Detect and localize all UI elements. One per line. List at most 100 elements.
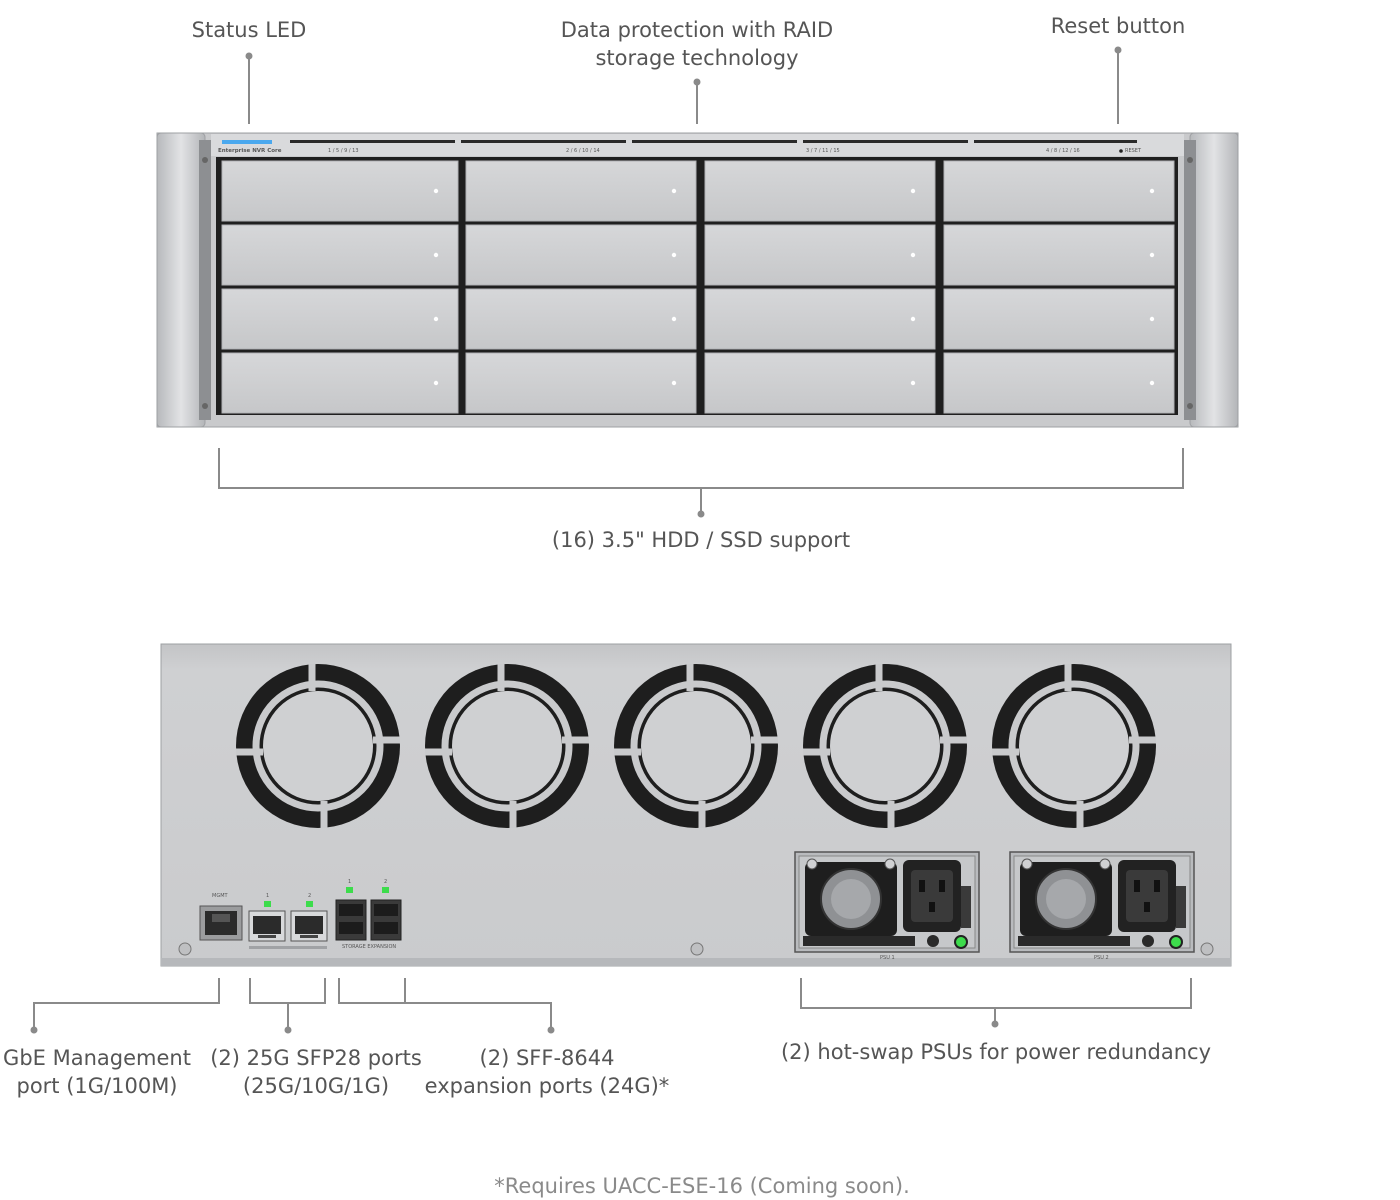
drive-tray-led-12 [1149, 316, 1155, 322]
status-led-leader-dot [245, 52, 253, 60]
drive-tray-led-2 [671, 188, 677, 194]
drive-tray-led-5 [433, 252, 439, 258]
drive-tray-1[interactable] [221, 160, 459, 222]
bay-group-bar-1 [290, 140, 455, 143]
drive-tray-10[interactable] [465, 288, 697, 350]
sfp-number-1: 1 [266, 893, 270, 899]
sff-bracket [338, 978, 406, 1004]
drive-tray-9[interactable] [221, 288, 459, 350]
psu-module-1[interactable] [794, 851, 980, 953]
sff-led-2 [382, 887, 389, 893]
bay-group-label-3: 3 / 7 / 11 / 15 [806, 148, 840, 154]
right-ear-screw-bottom [1187, 403, 1193, 409]
mgmt-leader [33, 978, 220, 1030]
drive-tray-3[interactable] [704, 160, 936, 222]
front-top-strip [211, 134, 1184, 156]
drive-tray-led-10 [671, 316, 677, 322]
drive-tray-led-16 [1149, 380, 1155, 386]
sff-led-1 [346, 887, 353, 893]
drive-tray-led-14 [671, 380, 677, 386]
front-callout-lines [218, 46, 1184, 518]
fan-grille-2 [425, 664, 589, 828]
sff-port-1 [335, 899, 367, 941]
left-ear-screw-bottom [202, 403, 208, 409]
reset-button [1119, 149, 1123, 153]
rear-chassis-body [160, 643, 1232, 967]
drive-trays [221, 160, 1175, 414]
drive-tray-led-7 [910, 252, 916, 258]
bay-group-label-1: 1 / 5 / 9 / 13 [328, 148, 359, 154]
drive-bays-leader-dot [697, 510, 705, 518]
drive-tray-13[interactable] [221, 352, 459, 414]
sff-port-2 [370, 899, 402, 941]
fan-grille-3 [614, 664, 778, 828]
drive-tray-led-11 [910, 316, 916, 322]
reset-label: RESET [1125, 148, 1142, 154]
status-led [222, 140, 272, 144]
left-rack-ear [156, 132, 206, 428]
sfp-led-1 [264, 901, 271, 907]
rear-screw-left [178, 942, 192, 956]
sff-leader [405, 1002, 552, 1030]
bay-group-bar-5 [974, 140, 1137, 143]
drive-tray-led-1 [433, 188, 439, 194]
sfp-number-2: 2 [308, 893, 312, 899]
right-rack-ear [1189, 132, 1239, 428]
fan-grille-4 [803, 664, 967, 828]
raid-leader-dot [693, 78, 701, 86]
drive-bays-bracket [218, 448, 1184, 489]
bay-group-label-2: 2 / 6 / 10 / 14 [566, 148, 600, 154]
drive-tray-7[interactable] [704, 224, 936, 286]
psu-module-2[interactable] [1009, 851, 1195, 953]
bay-group-bar-4 [803, 140, 968, 143]
mgmt-label: MGMT [212, 893, 228, 899]
drive-tray-4[interactable] [943, 160, 1175, 222]
front-chassis [156, 132, 1239, 428]
storage-expansion-label: STORAGE EXPANSION [342, 944, 397, 950]
reset-leader-dot [1114, 46, 1122, 54]
drive-tray-led-6 [671, 252, 677, 258]
drive-tray-14[interactable] [465, 352, 697, 414]
model-name-label: Enterprise NVR Core [218, 148, 282, 154]
rear-callout-lines [30, 978, 1192, 1034]
drive-tray-8[interactable] [943, 224, 1175, 286]
rear-chassis-lip [161, 958, 1231, 966]
drive-tray-led-8 [1149, 252, 1155, 258]
sff8644-callout-label: (2) SFF-8644 expansion ports (24G)* [424, 1046, 670, 1098]
status-led-callout-label: Status LED [191, 18, 307, 42]
sfp-cage-2 [290, 910, 328, 942]
drive-tray-led-13 [433, 380, 439, 386]
sfp28-callout-label: (2) 25G SFP28 ports (25G/10G/1G) [210, 1046, 422, 1098]
sff8644-ports [335, 887, 402, 941]
drive-bays-callout-label: (16) 3.5" HDD / SSD support [551, 528, 851, 552]
drive-tray-11[interactable] [704, 288, 936, 350]
right-ear-screw-top [1187, 157, 1193, 163]
psu-label-2: PSU 2 [1094, 955, 1109, 961]
bay-group-bar-2 [461, 140, 626, 143]
fan-grilles [236, 664, 1156, 828]
reset-button-callout-label: Reset button [1050, 14, 1186, 38]
sff-number-2: 2 [384, 879, 388, 885]
drive-tray-16[interactable] [943, 352, 1175, 414]
right-handle [1184, 140, 1196, 420]
drive-tray-5[interactable] [221, 224, 459, 286]
psu-status-led-1 [954, 935, 968, 949]
drive-tray-12[interactable] [943, 288, 1175, 350]
drive-tray-2[interactable] [465, 160, 697, 222]
drive-tray-led-4 [1149, 188, 1155, 194]
mgmt-port-callout-label: GbE Management port (1G/100M) [3, 1046, 191, 1098]
drive-tray-15[interactable] [704, 352, 936, 414]
mgmt-rj45-port [199, 905, 243, 941]
sff-number-1: 1 [348, 879, 352, 885]
left-ear-screw-top [202, 157, 208, 163]
rear-screw-right [1200, 942, 1214, 956]
psu-status-led-2 [1169, 935, 1183, 949]
footnote: *Requires UACC-ESE-16 (Coming soon). [494, 1174, 910, 1198]
fan-grille-5 [992, 664, 1156, 828]
left-handle [199, 140, 211, 420]
rear-screws [178, 942, 1214, 956]
drive-tray-6[interactable] [465, 224, 697, 286]
drive-tray-led-15 [910, 380, 916, 386]
raid-callout-label: Data protection with RAID storage techno… [560, 18, 834, 70]
bay-group-bar-3 [632, 140, 797, 143]
